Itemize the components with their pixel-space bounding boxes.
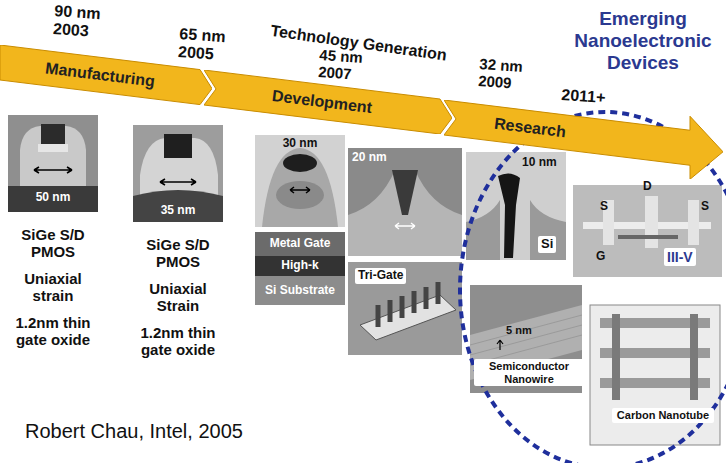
spacer	[348, 170, 462, 256]
dimension-label: 20 nm	[352, 151, 387, 165]
gate-stack-layer: High-k	[255, 256, 345, 276]
device-label: Tri-Gate	[355, 268, 406, 284]
dimension-label: 5 nm	[506, 324, 532, 337]
gate-plate	[360, 295, 456, 340]
dimension-label: 30 nm	[255, 137, 345, 151]
source	[466, 200, 500, 260]
generation-label: 2011+	[561, 86, 606, 107]
substrate	[8, 186, 98, 212]
feature-note: 1.2nm thin gate oxide	[128, 324, 228, 359]
gate	[164, 134, 192, 158]
layer-label: Si Substrate	[265, 284, 335, 297]
tem-90nm	[8, 115, 98, 212]
segment-shape	[444, 100, 723, 179]
tem-45nm	[255, 135, 345, 227]
device-label: Semiconductor Nanowire	[474, 359, 584, 386]
gate	[392, 170, 418, 215]
layer-label: High-k	[281, 259, 318, 272]
tri-gate-image	[348, 262, 462, 355]
micrograph	[348, 262, 462, 355]
micrograph	[466, 152, 566, 260]
tem-65nm	[133, 125, 223, 222]
material-label: Si	[538, 236, 556, 253]
material-label: III-V	[664, 248, 696, 266]
layer-label: Metal Gate	[270, 237, 331, 250]
support	[690, 314, 698, 400]
gate	[283, 154, 317, 172]
device-label: Carbon Nanotube	[612, 408, 714, 423]
caption: Robert Chau, Intel, 2005	[25, 420, 243, 443]
gate	[498, 173, 520, 258]
substrate	[133, 190, 223, 222]
source-contact	[688, 200, 699, 245]
gate-stack-layer: Metal Gate	[255, 232, 345, 256]
terminal-label: D	[643, 180, 652, 194]
micrograph	[348, 148, 462, 256]
segment-outline	[444, 100, 723, 179]
drain	[530, 200, 566, 260]
gate-finger	[618, 235, 678, 239]
feature-note: Uniaxial strain	[3, 270, 103, 305]
fins	[378, 282, 438, 327]
terminal-label: S	[600, 200, 608, 214]
generation-label: 90 nm 2003	[52, 2, 116, 43]
tem-si-10nm	[466, 152, 566, 260]
feature-note: 1.2nm thin gate oxide	[3, 314, 103, 349]
tem-32nm	[348, 148, 462, 256]
dimension-label: 35 nm	[133, 204, 223, 218]
support	[612, 314, 620, 400]
micrograph	[573, 185, 722, 277]
micrograph	[133, 125, 223, 222]
gate	[41, 124, 65, 144]
generation-label: 65 nm 2005	[177, 25, 241, 66]
drain-contact	[645, 196, 658, 248]
arrow-head-segment: Research	[444, 100, 723, 179]
lattice-lines	[470, 315, 582, 365]
micrograph	[8, 115, 98, 212]
dimension-label: 50 nm	[8, 191, 98, 205]
feature-note: Uniaxial Strain	[128, 280, 228, 315]
region-title: Emerging Nanoelectronic Devices	[562, 8, 724, 74]
terminal-label: G	[596, 250, 605, 264]
channel-arrow	[34, 167, 72, 173]
tem-iii-v	[573, 185, 722, 277]
channel	[276, 181, 324, 209]
gate-oxide	[38, 144, 68, 152]
terminal-label: S	[701, 200, 709, 214]
channel-arrow	[290, 187, 310, 193]
feature-note: SiGe S/D PMOS	[128, 236, 228, 271]
gate-stack-layer: Si Substrate	[255, 276, 345, 305]
dimension-label: 10 nm	[522, 156, 557, 170]
dimension-arrow	[497, 340, 503, 350]
generation-label: 32 nm 2009	[478, 56, 542, 93]
micrograph	[255, 135, 345, 227]
channel-arrow	[160, 179, 196, 185]
feature-note: SiGe S/D PMOS	[3, 226, 103, 261]
spacer	[262, 148, 338, 227]
generation-label: 45 nm 2007	[318, 47, 382, 84]
channel-arrow	[395, 223, 415, 229]
